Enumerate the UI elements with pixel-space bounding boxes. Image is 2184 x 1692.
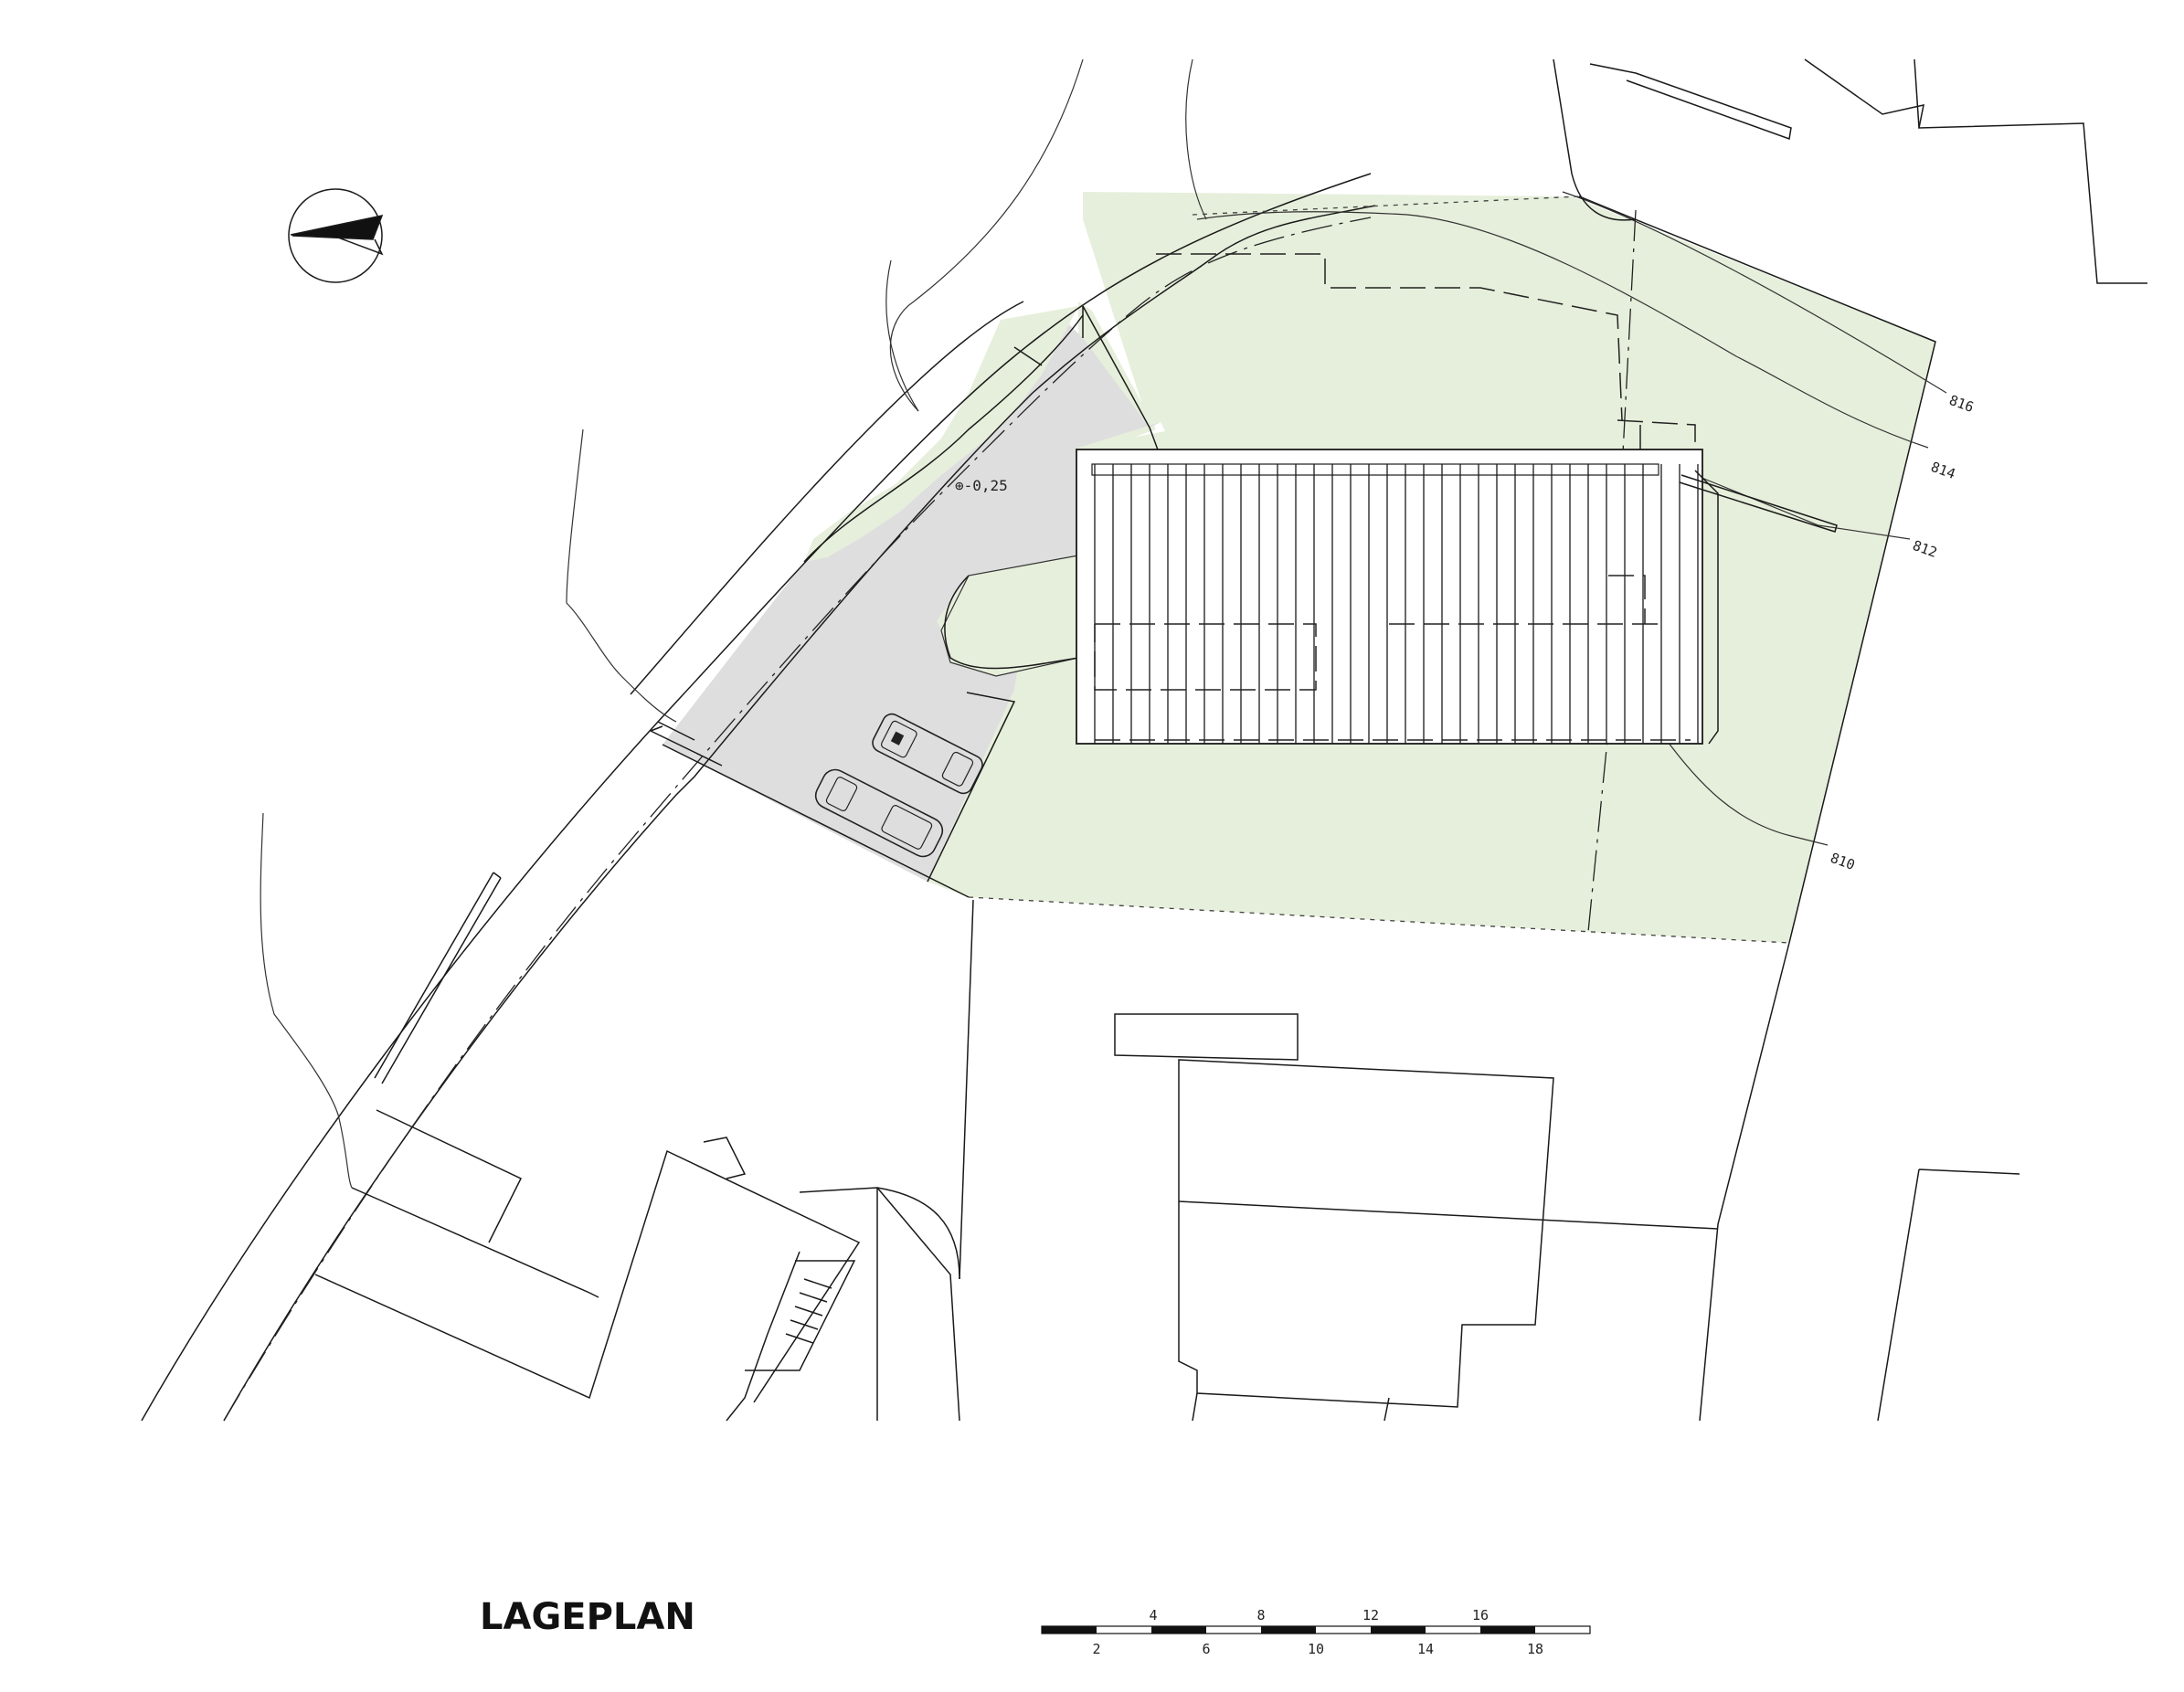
contour-label: 812 xyxy=(1911,537,1940,561)
scale-segment xyxy=(1097,1626,1151,1634)
scale-bar: 4 8 12 16 2 6 10 14 18 xyxy=(1041,1607,1591,1657)
car-icon xyxy=(872,713,983,795)
scale-label-bottom: 2 xyxy=(1092,1641,1100,1657)
scale-segment xyxy=(1371,1626,1426,1634)
scale-label-top: 4 xyxy=(1149,1607,1157,1623)
scale-label-top: 16 xyxy=(1472,1607,1489,1623)
contour-label: 814 xyxy=(1929,459,1958,482)
scale-label-bottom: 6 xyxy=(1202,1641,1210,1657)
drawing-title: LAGEPLAN xyxy=(480,1596,695,1638)
building-footprint xyxy=(1076,449,1838,745)
scale-segment xyxy=(1151,1626,1206,1634)
parking-area xyxy=(663,324,1161,882)
level-marker: ⊕-0,25 xyxy=(955,477,1008,494)
car-icon xyxy=(814,768,944,858)
scale-label-top: 8 xyxy=(1256,1607,1265,1623)
scale-segment xyxy=(1480,1626,1535,1634)
scale-label-bottom: 18 xyxy=(1527,1641,1543,1657)
scale-label-bottom: 10 xyxy=(1308,1641,1324,1657)
north-arrow-icon xyxy=(288,188,384,283)
scale-segment xyxy=(1535,1626,1590,1634)
contour-label: 816 xyxy=(1947,392,1977,416)
scale-segment xyxy=(1426,1626,1480,1634)
scale-segment xyxy=(1206,1626,1261,1634)
scale-segment xyxy=(1316,1626,1371,1634)
scale-label-top: 12 xyxy=(1362,1607,1379,1623)
scale-segment xyxy=(1042,1626,1097,1634)
contour-label: 810 xyxy=(1829,850,1858,873)
scale-segment xyxy=(1261,1626,1316,1634)
scale-label-bottom: 14 xyxy=(1417,1641,1434,1657)
